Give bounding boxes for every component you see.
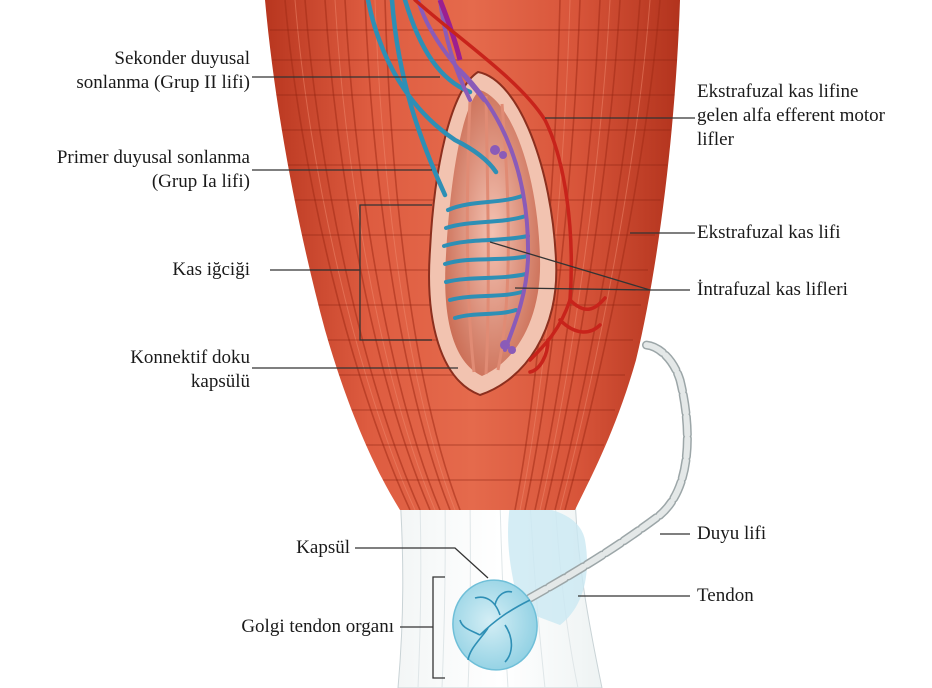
label-sensory-fiber: Duyu lifi <box>697 522 766 546</box>
label-secondary-ending: Sekonder duyusal sonlanma (Grup II lifi) <box>76 47 250 95</box>
label-capsule: Kapsül <box>296 536 350 560</box>
label-golgi-tendon-organ: Golgi tendon organı <box>241 615 394 639</box>
label-intrafusal-fibers: İntrafuzal kas lifleri <box>697 278 848 302</box>
label-muscle-spindle: Kas iğciği <box>172 258 250 282</box>
label-connective-capsule: Konnektif doku kapsülü <box>130 346 250 394</box>
label-extrafusal-fiber: Ekstrafuzal kas lifi <box>697 221 841 245</box>
label-tendon: Tendon <box>697 584 754 608</box>
label-primary-ending: Primer duyusal sonlanma (Grup Ia lifi) <box>57 146 250 194</box>
label-alpha-motor: Ekstrafuzal kas lifine gelen alfa effere… <box>697 80 885 152</box>
